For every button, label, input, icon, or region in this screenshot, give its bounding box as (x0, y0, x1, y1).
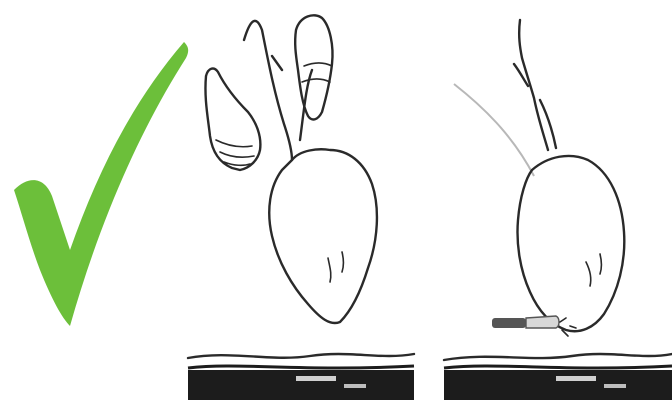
left-hand-outline (205, 69, 260, 170)
cutter-tool (492, 316, 576, 336)
beet-stems-right (514, 20, 556, 150)
cutting-board-left (188, 354, 414, 400)
right-hand-outline (295, 15, 332, 119)
beet-body-right (518, 156, 625, 331)
hands-twisting-beet-icon (188, 15, 414, 400)
knife-cutting-beet-icon (444, 20, 672, 400)
beet-body-left (269, 149, 377, 323)
cutting-board-right (444, 354, 672, 400)
check-mark-icon (14, 42, 188, 326)
